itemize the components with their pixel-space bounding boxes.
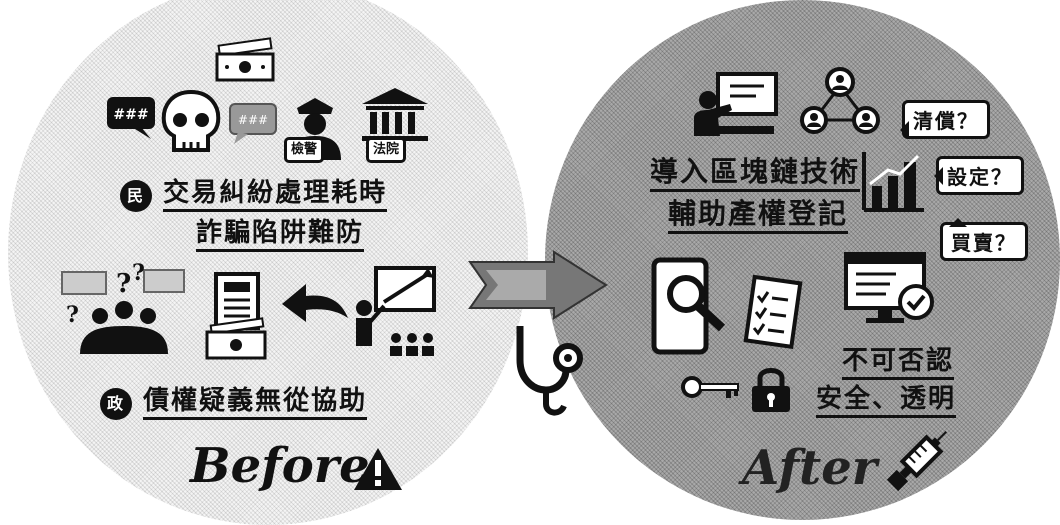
monitor-check-icon bbox=[844, 252, 934, 323]
lock-icon bbox=[752, 368, 790, 412]
setting-bubble: 設定？ bbox=[934, 156, 1024, 195]
gov-issue-row: 政 債權疑義無從協助 bbox=[100, 380, 368, 420]
svg-text:?: ? bbox=[66, 302, 79, 328]
svg-text:?: ? bbox=[132, 260, 145, 286]
people-issue-line2: 詐騙陷阱難防 bbox=[196, 218, 365, 252]
svg-text:###: ### bbox=[238, 113, 268, 127]
benefit-line2: 安全、透明 bbox=[816, 378, 957, 418]
question-group-icon: ? ? ? bbox=[61, 260, 185, 354]
svg-text:?: ? bbox=[116, 269, 131, 299]
after-caption: After bbox=[742, 440, 878, 496]
headline-line1: 導入區塊鏈技術 bbox=[650, 150, 861, 192]
gov-issue-line: 債權疑義無從協助 bbox=[143, 386, 368, 420]
speech-bubble-icon: ### bbox=[107, 97, 155, 139]
court-label: 法院 bbox=[366, 137, 407, 163]
police-label: 檢警 bbox=[284, 137, 325, 163]
gov-badge: 政 bbox=[100, 388, 132, 420]
people-issue-line1: 交易糾紛處理耗時 bbox=[163, 178, 388, 212]
checklist-icon bbox=[743, 274, 803, 350]
stethoscope-icon bbox=[516, 326, 583, 416]
trade-bubble: 買賣？ bbox=[940, 218, 1028, 261]
syringe-icon bbox=[886, 431, 947, 492]
key-icon bbox=[681, 376, 739, 398]
money-icon bbox=[215, 37, 275, 82]
court-building-icon bbox=[362, 88, 428, 141]
phone-search-icon bbox=[651, 257, 726, 355]
before-caption: Before bbox=[190, 438, 370, 494]
svg-text:###: ### bbox=[113, 107, 148, 123]
people-issue-line2-row: 詐騙陷阱難防 bbox=[196, 212, 365, 252]
people-badge: 民 bbox=[120, 180, 152, 212]
before-circle bbox=[8, 0, 528, 525]
skull-icon bbox=[161, 89, 221, 152]
teacher-board-icon bbox=[694, 72, 778, 136]
repayment-bubble: 清償？ bbox=[900, 100, 990, 139]
back-arrow-icon bbox=[282, 284, 348, 322]
money-icon bbox=[205, 317, 267, 360]
warning-icon bbox=[354, 448, 402, 490]
bar-chart-icon bbox=[862, 152, 924, 212]
network-people-icon bbox=[800, 67, 880, 134]
speech-bubble-icon: ### bbox=[229, 103, 277, 144]
presenter-icon bbox=[356, 266, 436, 356]
people-issue-line1-row: 民 交易糾紛處理耗時 bbox=[120, 172, 388, 212]
headline-line2: 輔助產權登記 bbox=[668, 192, 849, 234]
arrow-right-icon bbox=[468, 250, 608, 320]
benefit-line1: 不可否認 bbox=[842, 340, 955, 380]
